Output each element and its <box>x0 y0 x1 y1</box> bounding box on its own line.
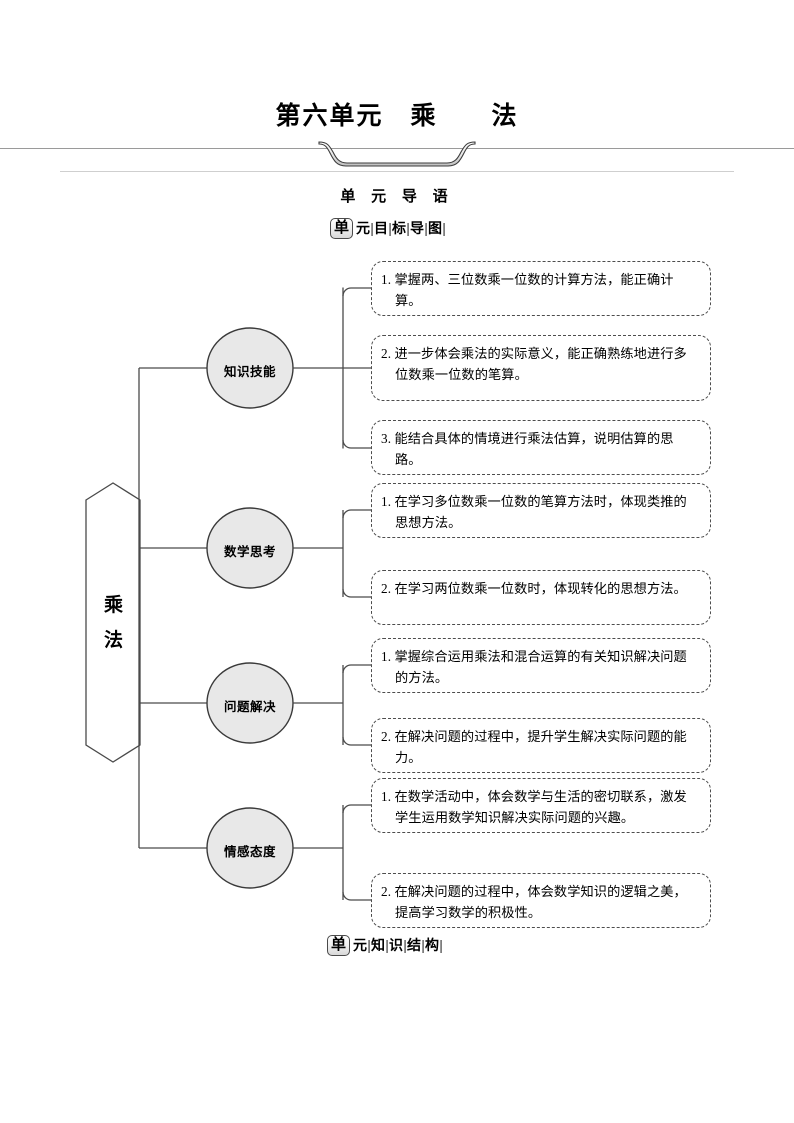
category-label-math-thinking: 数学思考 <box>223 545 276 559</box>
category-label-problem-solving: 问题解决 <box>223 700 276 714</box>
structure-heading-char: 识 <box>389 937 404 954</box>
separator-bar: | <box>388 220 392 237</box>
ribbon-banner <box>317 141 477 171</box>
mindmap-connectors <box>85 287 371 901</box>
structure-heading-char: 结 <box>407 937 422 954</box>
goal-box: 2. 在解决问题的过程中，提升学生解决实际问题的能力。 <box>371 718 711 773</box>
root-node-char: 法 <box>103 630 124 651</box>
goal-box: 1. 在数学活动中，体会数学与生活的密切联系，激发学生运用数学知识解决实际问题的… <box>371 778 711 833</box>
section-heading: 单 元 导 语 <box>340 189 454 205</box>
separator-bar: | <box>442 220 446 237</box>
separator-bar: | <box>367 937 371 954</box>
structure-heading-char: 元 <box>353 937 368 954</box>
title-rule-secondary <box>60 171 734 172</box>
structure-heading-char: 知 <box>371 937 386 954</box>
goal-box: 1. 在学习多位数乘一位数的笔算方法时，体现类推的思想方法。 <box>371 483 711 538</box>
separator-bar: | <box>370 220 374 237</box>
title-rule <box>0 148 794 149</box>
page-title: 第六单元 乘 法 <box>275 103 519 130</box>
objective-map-heading: 单 元|目|标|导|图| <box>330 218 446 239</box>
goal-box: 1. 掌握两、三位数乘一位数的计算方法，能正确计算。 <box>371 261 711 316</box>
separator-bar: | <box>406 220 410 237</box>
objective-heading-char: 图 <box>428 220 443 237</box>
root-node-label: 乘 法 <box>86 588 142 658</box>
goal-box: 1. 掌握综合运用乘法和混合运算的有关知识解决问题的方法。 <box>371 638 711 693</box>
structure-heading-rest: 元|知|识|结|构| <box>353 935 443 955</box>
knowledge-structure-heading: 单 元|知|识|结|构| <box>327 935 443 956</box>
separator-bar: | <box>385 937 389 954</box>
goal-box: 2. 进一步体会乘法的实际意义，能正确熟练地进行多位数乘一位数的笔算。 <box>371 335 711 401</box>
goal-box: 2. 在学习两位数乘一位数时，体现转化的思想方法。 <box>371 570 711 625</box>
root-node-char: 乘 <box>103 595 124 616</box>
goal-box: 3. 能结合具体的情境进行乘法估算，说明估算的思路。 <box>371 420 711 475</box>
objective-heading-char: 导 <box>410 220 425 237</box>
objective-heading-rest: 元|目|标|导|图| <box>356 218 446 238</box>
mindmap-diagram: 乘 法 知识技能 数学思考 问题解决 情感态度 1. 掌握两、三位数乘一位数的计… <box>0 245 794 928</box>
separator-bar: | <box>439 937 443 954</box>
separator-bar: | <box>403 937 407 954</box>
separator-bar: | <box>421 937 425 954</box>
category-label-affective-attitude: 情感态度 <box>223 845 276 859</box>
category-label-knowledge-skill: 知识技能 <box>223 365 276 379</box>
goal-box: 2. 在解决问题的过程中，体会数学知识的逻辑之美，提高学习数学的积极性。 <box>371 873 711 928</box>
objective-heading-char: 标 <box>392 220 407 237</box>
objective-heading-char: 目 <box>374 220 389 237</box>
structure-heading-char: 构 <box>425 937 440 954</box>
separator-bar: | <box>424 220 428 237</box>
objective-heading-char: 元 <box>356 220 371 237</box>
objective-heading-lead: 单 <box>330 218 354 239</box>
structure-heading-lead: 单 <box>327 935 351 956</box>
